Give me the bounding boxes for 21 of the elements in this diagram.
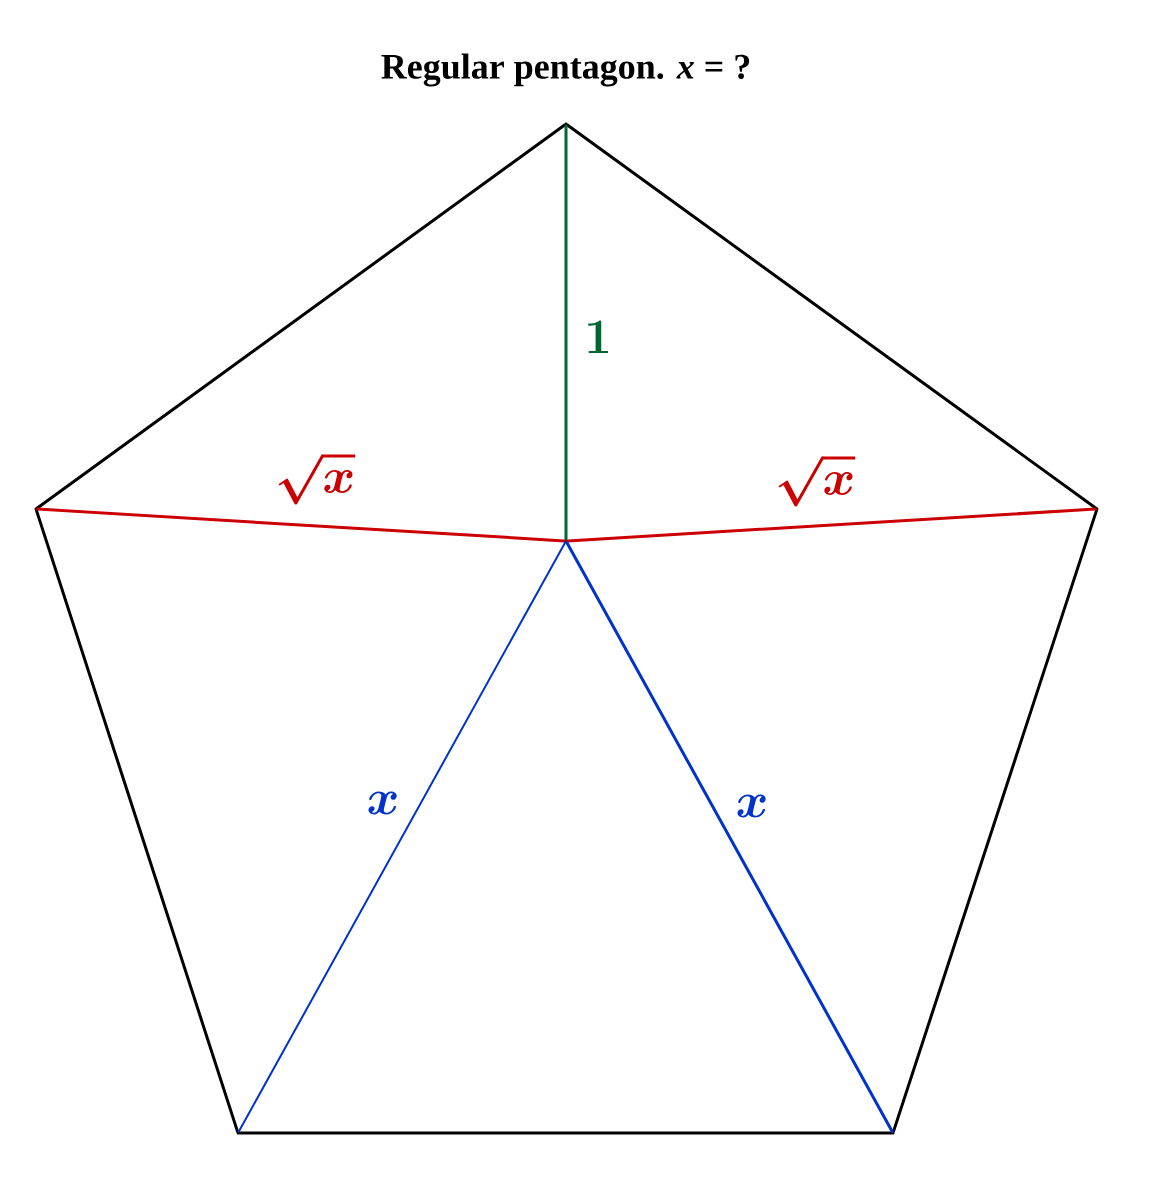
vertex (1095, 507, 1099, 511)
edge-label: $1$ (582, 318, 614, 356)
segment (564, 124, 568, 541)
pentagon-side (238, 1131, 893, 1135)
segment (566, 507, 1097, 543)
segment (237, 541, 567, 1133)
edge-label: $x$ (364, 789, 402, 817)
pentagon-side (565, 123, 1098, 510)
pentagon-side (892, 509, 1098, 1133)
segment (565, 541, 894, 1133)
vertex (236, 1131, 240, 1135)
vertex (891, 1131, 895, 1135)
edge-label: $\sqrt{x}$ (272, 449, 358, 507)
vertex (564, 122, 568, 126)
vertex (34, 507, 38, 511)
segment (36, 507, 566, 543)
edge-label: $\sqrt{x}$ (772, 451, 858, 509)
edge-label: $x$ (733, 792, 771, 820)
pentagon-side (35, 509, 239, 1133)
title: Regular pentagon. x = ? (381, 53, 750, 87)
pentagon-side (35, 123, 567, 510)
